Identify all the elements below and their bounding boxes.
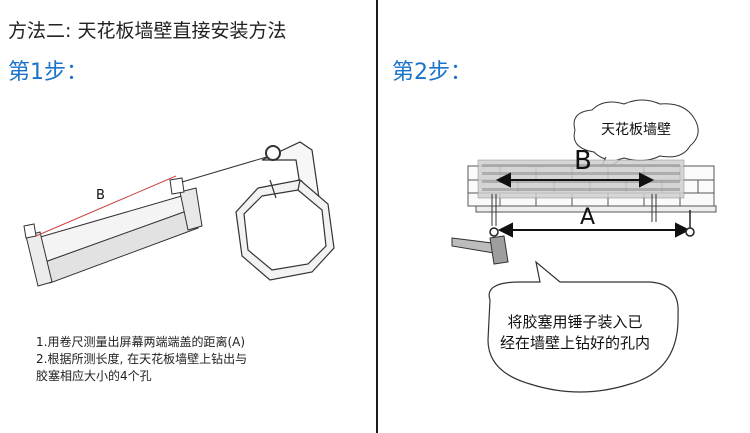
measure-line-b [35,175,177,237]
ceiling-wall-callout-label: 天花板墙壁 [601,122,671,138]
page-title: 方法二: 天花板墙壁直接安装方法 [8,20,287,42]
instructions: 1.用卷尺测量出屏幕两端端盖的距离(A) 2.根据所测长度, 在天花板墙壁上钻出… [36,334,247,385]
dimension-a-label: A [580,205,596,230]
step-1-heading: 第1步： [8,60,88,85]
speech-bubble-line: 经在墙壁上钻好的孔内 [499,334,650,352]
dimension-b-label: B [574,146,592,176]
instruction-line: 胶塞相应大小的4个孔 [36,369,152,383]
dimension-b-label: B [96,188,105,203]
hammer-icon [451,235,509,265]
speech-bubble [487,260,679,393]
speech-bubble-text: 将胶塞用锤子装入已 经在墙壁上钻好的孔内 [482,312,668,354]
instruction-line: 1.用卷尺测量出屏幕两端端盖的距离(A) [36,335,246,349]
speech-bubble-line: 将胶塞用锤子装入已 [507,313,643,331]
step-2-heading: 第2步： [392,60,472,85]
screen-tube-illustration [23,141,335,287]
panel-divider [376,0,378,433]
instruction-line: 2.根据所测长度, 在天花板墙壁上钻出与 [36,352,248,366]
